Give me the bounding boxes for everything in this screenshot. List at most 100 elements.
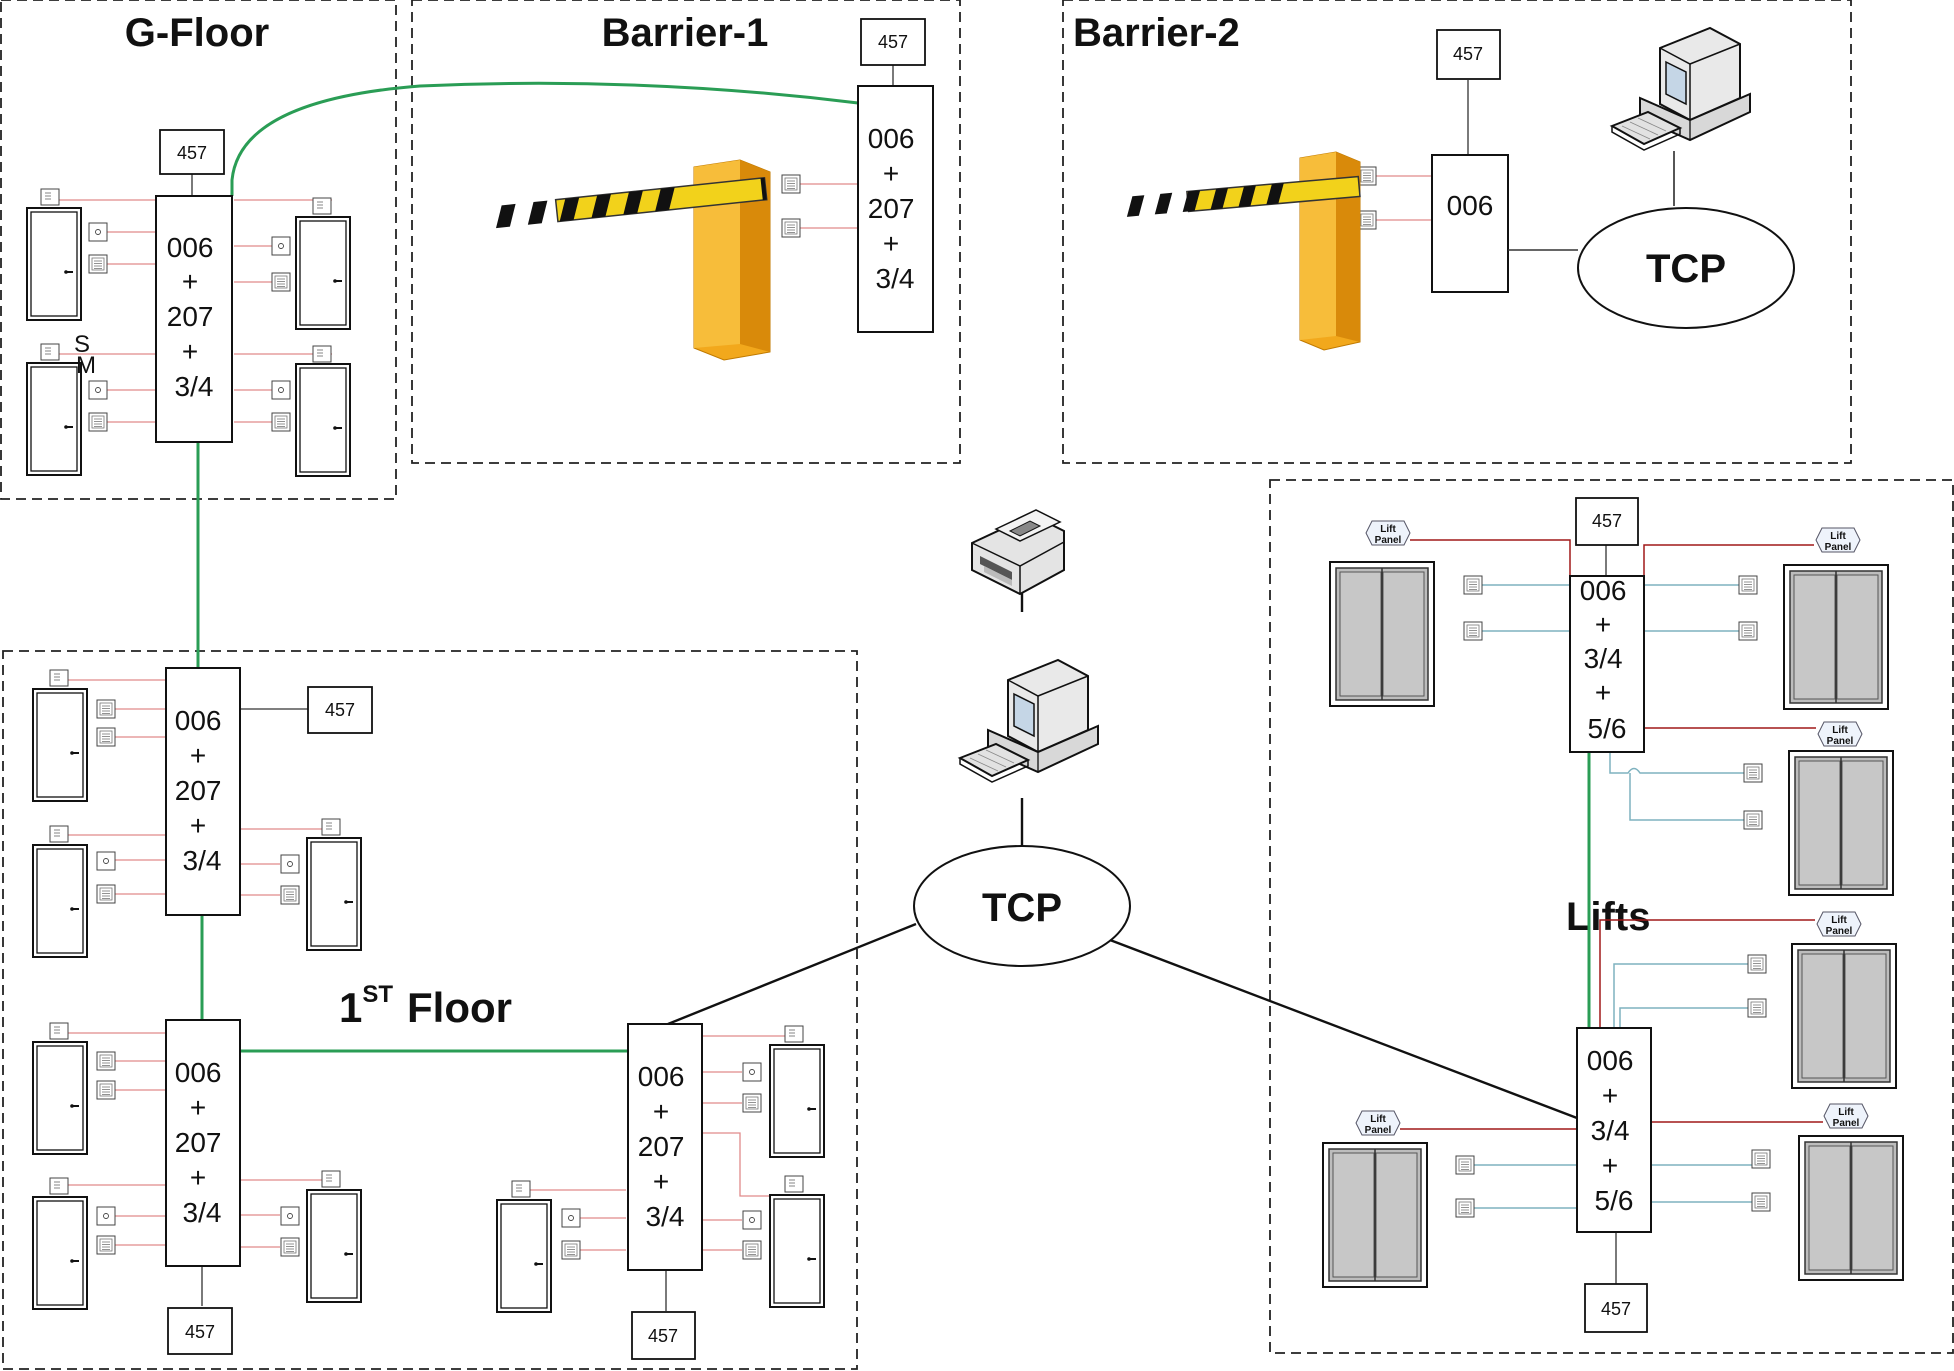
controller-line: + — [190, 1162, 206, 1193]
card-reader-icon — [321, 818, 341, 836]
zone-title-barrier-1: Barrier-1 — [602, 11, 769, 55]
card-reader-icon — [1751, 1192, 1771, 1212]
reader-box-lift-bottom: 457 — [1584, 1283, 1648, 1333]
door-icon — [295, 216, 351, 330]
door-icon — [32, 1041, 88, 1155]
barrier-gate-1 — [496, 159, 771, 361]
first-floor-word: Floor — [407, 984, 512, 1031]
lift-panel-word: Lift — [1380, 524, 1396, 535]
controller-line: 006 — [1580, 575, 1627, 606]
exit-button-icon — [271, 236, 291, 256]
lift-panel-word: Lift — [1831, 915, 1847, 926]
card-reader-icon — [1463, 575, 1483, 595]
card-reader-icon — [742, 1240, 762, 1260]
doors — [26, 207, 825, 1313]
exit-button-icon — [280, 854, 300, 874]
door-icon — [32, 844, 88, 958]
lift-car-icon — [1791, 943, 1897, 1089]
door-icon — [32, 1196, 88, 1310]
controller-line: + — [1602, 1150, 1618, 1181]
reader-box-first-a: 457 — [307, 686, 373, 734]
controller-line: 3/4 — [175, 371, 214, 402]
svg-text:006 + 207 +: 006 + 207 + 3/4 — [868, 123, 923, 294]
card-reader-icon — [96, 1235, 116, 1255]
door-icon — [26, 362, 82, 476]
controller-line: 207 — [868, 193, 915, 224]
card-reader-icon — [49, 669, 69, 687]
controller-barrier-1: 006 + 207 + 3/4 — [857, 85, 934, 333]
zone-lifts — [1269, 479, 1954, 1354]
controller-line: + — [1595, 677, 1611, 708]
card-reader-icon — [511, 1180, 531, 1198]
controller-lift-bottom: 006 + 3/4 + 5/6 — [1576, 1027, 1652, 1233]
controller-line: 3/4 — [646, 1201, 685, 1232]
stray-mark-m: M — [76, 352, 96, 379]
card-reader-icon — [561, 1240, 581, 1260]
device-wires — [58, 175, 1432, 1251]
card-reader-icon — [40, 188, 60, 206]
lift-panel-word: Panel — [1833, 1118, 1860, 1129]
card-reader-icon — [321, 1170, 341, 1188]
reader-box-label: 457 — [1592, 511, 1622, 531]
reader-box-label: 457 — [177, 143, 207, 163]
card-reader-icon — [49, 825, 69, 843]
controller-line: + — [1602, 1080, 1618, 1111]
controller-line: 006 — [1587, 1045, 1634, 1076]
controller-line: 207 — [175, 775, 222, 806]
svg-text:006 + 3/4 +: 006 + 3/4 + 5/6 — [1587, 1045, 1642, 1216]
lift-panel-word: Panel — [1826, 926, 1853, 937]
card-reader-icon — [88, 412, 108, 432]
controller-line: + — [182, 266, 198, 297]
lift-car-icon — [1322, 1142, 1428, 1288]
controller-line: + — [653, 1166, 669, 1197]
lift-car-icon — [1798, 1135, 1904, 1281]
controller-line: + — [1595, 609, 1611, 640]
controller-line: + — [883, 228, 899, 259]
controller-line: 006 — [175, 705, 222, 736]
card-reader-icon — [742, 1093, 762, 1113]
barrier-2-network: TCP — [1508, 27, 1795, 329]
door-icon — [496, 1199, 552, 1313]
printer-icon — [971, 509, 1065, 596]
first-floor-number: 1 — [339, 984, 362, 1031]
reader-box-label: 457 — [185, 1322, 215, 1342]
svg-text:006 + 207 +: 006 + 207 + 3/4 — [175, 1057, 230, 1228]
door-icon — [769, 1044, 825, 1158]
controller-line: + — [182, 336, 198, 367]
card-reader-icon — [1357, 210, 1377, 230]
door-icon — [306, 1189, 362, 1303]
controller-lift-top: 006 + 3/4 + 5/6 — [1569, 575, 1645, 753]
card-reader-icon — [40, 343, 60, 361]
controller-line: 207 — [167, 301, 214, 332]
controller-line: + — [190, 740, 206, 771]
controller-first-c: 006 + 207 + 3/4 — [627, 1023, 703, 1271]
lift-car-icon — [1329, 561, 1435, 707]
svg-text:006 + 207 +: 006 + 207 + 3/4 — [167, 232, 222, 402]
controller-line: + — [190, 810, 206, 841]
card-reader-icon — [1747, 954, 1767, 974]
exit-button-icon — [742, 1210, 762, 1230]
zone-barrier-1 — [411, 0, 961, 464]
exit-button-icon — [561, 1208, 581, 1228]
controller-first-a: 006 + 207 + 3/4 — [165, 667, 241, 916]
reader-box-lift-top: 457 — [1575, 497, 1639, 546]
controller-first-b: 006 + 207 + 3/4 — [165, 1019, 241, 1267]
controller-line: 006 — [868, 123, 915, 154]
computer-icon — [959, 659, 1099, 783]
controller-line: 3/4 — [183, 845, 222, 876]
controller-line: 3/4 — [876, 263, 915, 294]
network-lines — [667, 526, 1578, 1120]
central-network: TCP — [913, 509, 1131, 967]
svg-text:006 + 207 +: 006 + 207 + 3/4 — [175, 705, 230, 876]
reader-box-g-floor: 457 — [159, 129, 225, 175]
